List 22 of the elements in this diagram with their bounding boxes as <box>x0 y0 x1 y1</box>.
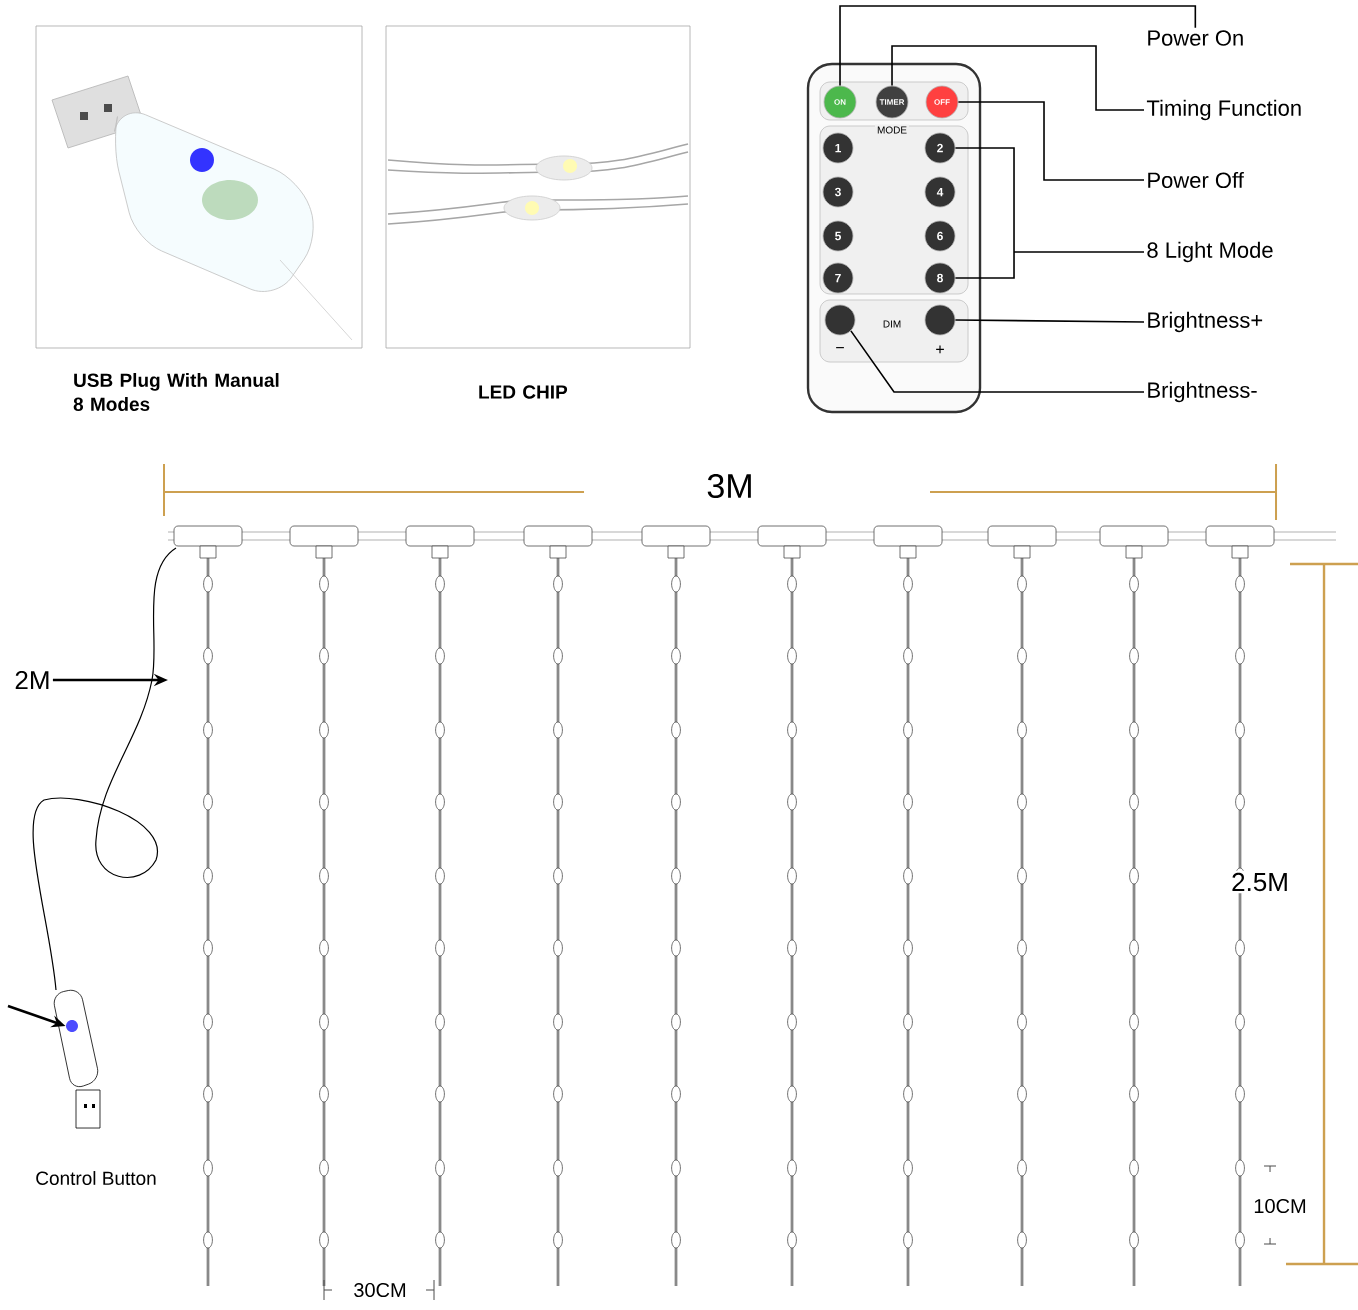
dimension-label: 10CM <box>1251 1196 1309 1216</box>
callout-label: 8 Light Mode <box>1147 241 1273 263</box>
callout-label: Timing Function <box>1146 99 1301 121</box>
photo-caption: LED CHIP <box>479 385 568 399</box>
callout-label: Brightness- <box>1148 381 1257 403</box>
photo-caption: USB Plug With Manual 8 Modes <box>73 373 279 411</box>
leader-line <box>954 147 1145 279</box>
leader-line <box>850 330 1145 393</box>
leader-line <box>957 101 1145 181</box>
callout-label: Brightness+ <box>1148 311 1263 333</box>
leader-line <box>839 5 1197 87</box>
remote-text: + <box>933 343 947 357</box>
dimension-label: 3M <box>704 471 756 501</box>
plug-caption: Control Button <box>36 1171 156 1185</box>
callout-label: 2M <box>15 670 49 690</box>
remote-text: − <box>833 345 847 355</box>
callout-label: Power On <box>1148 30 1243 46</box>
dimension-label: 30CM <box>351 1280 409 1300</box>
callout-label: Power Off <box>1148 171 1244 189</box>
leader-line <box>954 319 1145 323</box>
dimension-label: 2.5M <box>1229 870 1291 894</box>
leader-line <box>891 45 1145 111</box>
